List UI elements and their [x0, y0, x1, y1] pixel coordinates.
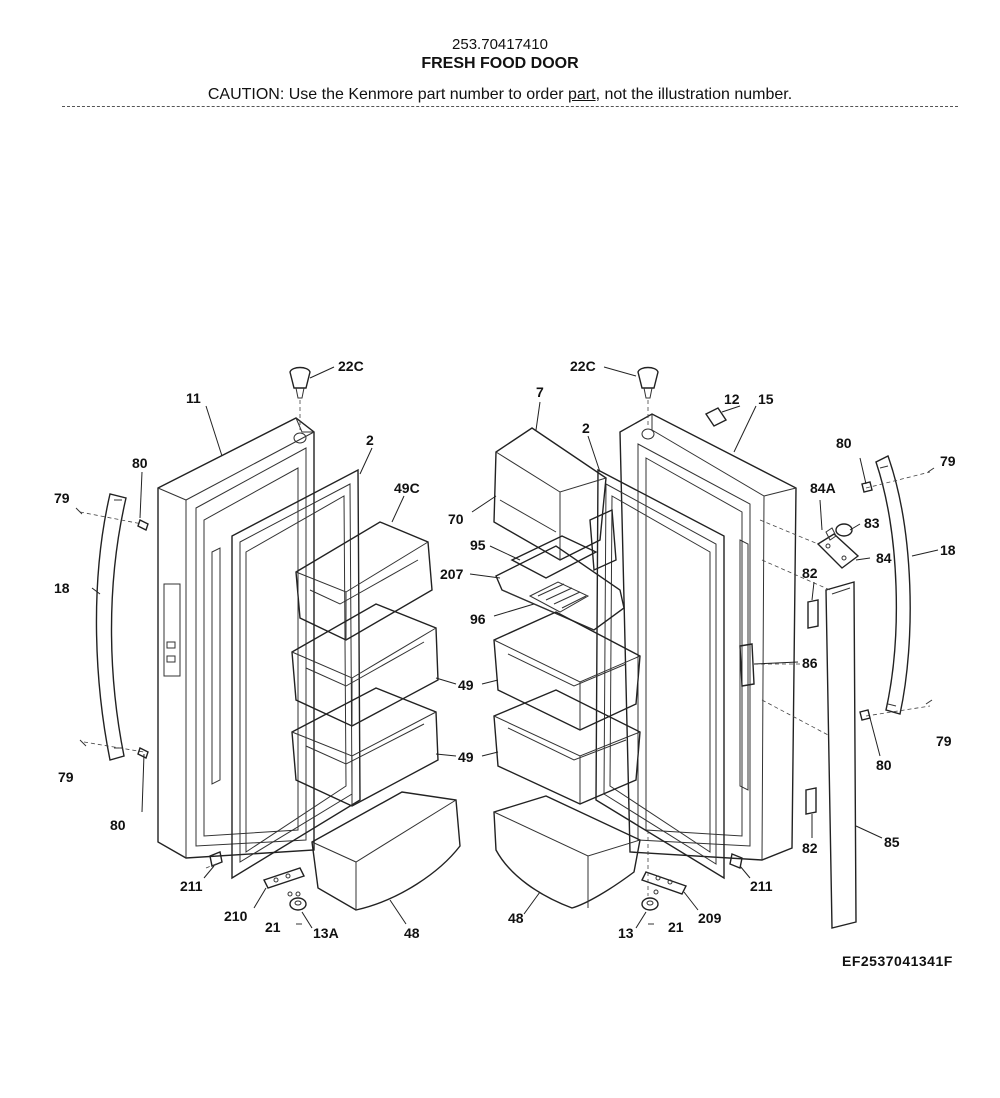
callout-12: 12 — [724, 391, 740, 407]
caution-part-link[interactable]: part — [568, 86, 596, 103]
right-door-gasket[interactable] — [595, 468, 725, 880]
right-shim-211[interactable] — [729, 853, 743, 869]
leader-lines — [91, 366, 939, 929]
left-washer-21[interactable] — [287, 891, 302, 925]
left-shim-211[interactable] — [209, 851, 223, 867]
left-door-bin-48[interactable] — [311, 791, 461, 911]
bracket-86[interactable] — [739, 643, 800, 687]
bracket-insert-84a[interactable] — [825, 527, 837, 541]
right-door-outer-panel[interactable] — [619, 413, 797, 861]
right-bottom-hinge-209[interactable] — [641, 871, 687, 895]
figure-id: EF2537041341F — [842, 953, 953, 969]
callout-96: 96 — [470, 611, 486, 627]
callout-211-right: 211 — [750, 878, 773, 894]
callout-95: 95 — [470, 537, 486, 553]
callout-22c-left: 22C — [338, 358, 364, 374]
callout-49-lower: 49 — [458, 749, 474, 765]
callout-82-top: 82 — [802, 565, 818, 581]
callout-86: 86 — [802, 655, 818, 671]
callout-11: 11 — [186, 390, 201, 406]
left-hinge-cap-22c[interactable] — [289, 366, 311, 431]
callout-80-top-left: 80 — [132, 455, 148, 471]
dispenser-module-7[interactable] — [493, 427, 607, 561]
header-divider — [62, 106, 958, 107]
callout-211-left: 211 — [180, 878, 203, 894]
left-door-gasket[interactable] — [231, 468, 361, 880]
mounting-plate-82-top[interactable] — [807, 599, 819, 629]
callout-80-bottom-left: 80 — [110, 817, 126, 833]
mounting-plate-82-bottom[interactable] — [805, 787, 817, 815]
callout-84: 84 — [876, 550, 892, 566]
callout-80-bottom-right: 80 — [876, 757, 892, 773]
callout-13: 13 — [618, 925, 634, 941]
right-washer-21[interactable] — [648, 889, 659, 925]
callout-79-top-right: 79 — [940, 453, 956, 469]
diagram-title: FRESH FOOD DOOR — [421, 55, 579, 72]
callout-48-left: 48 — [404, 925, 420, 941]
callout-7: 7 — [536, 384, 544, 400]
callout-22c-right: 22C — [570, 358, 596, 374]
callout-21-right: 21 — [668, 919, 684, 935]
right-door-bin-48[interactable] — [493, 795, 641, 909]
callout-84a: 84A — [810, 480, 836, 496]
door-trim-85[interactable] — [825, 581, 857, 929]
assembly-guide-lines — [205, 519, 831, 869]
right-hinge-cap-22c[interactable] — [637, 366, 659, 429]
right-hinge-pin-13[interactable] — [641, 830, 659, 911]
caution-prefix: CAUTION: Use the Kenmore part number to … — [207, 86, 568, 103]
model-number: 253.70417410 — [452, 36, 548, 53]
right-handle-18[interactable] — [875, 455, 911, 715]
right-door-bin-49-upper[interactable] — [493, 611, 641, 731]
caution-note: CAUTION: Use the Kenmore part number to … — [0, 86, 1000, 104]
callout-49-upper: 49 — [458, 677, 474, 693]
callout-2-right: 2 — [582, 420, 590, 436]
shelf-vent-96[interactable] — [528, 581, 590, 613]
left-hinge-pin-13a[interactable] — [289, 897, 307, 911]
callout-210: 210 — [224, 908, 248, 924]
left-door-bin-49-upper[interactable] — [291, 603, 439, 727]
left-door-bin-49c[interactable] — [295, 521, 433, 641]
callout-48-right: 48 — [508, 910, 524, 926]
callout-79-bottom-left: 79 — [58, 769, 74, 785]
callout-209: 209 — [698, 910, 722, 926]
callout-18-left: 18 — [54, 580, 70, 596]
callout-79-top-left: 79 — [54, 490, 70, 506]
shelf-trim-95[interactable] — [510, 535, 598, 579]
callout-85: 85 — [884, 834, 900, 850]
callout-13a: 13A — [313, 925, 339, 941]
callout-18-right: 18 — [940, 542, 956, 558]
left-handle-18[interactable] — [95, 493, 127, 761]
right-handle-screws[interactable] — [859, 467, 935, 721]
callout-82-bottom: 82 — [802, 840, 818, 856]
callout-2-left: 2 — [366, 432, 374, 448]
callout-70: 70 — [448, 511, 464, 527]
callout-15: 15 — [758, 391, 774, 407]
callout-80-top-right: 80 — [836, 435, 852, 451]
right-door-bin-49-lower[interactable] — [493, 689, 641, 805]
callout-49c: 49C — [394, 480, 420, 496]
caution-suffix: , not the illustration number. — [595, 86, 793, 103]
callout-79-bottom-right: 79 — [936, 733, 952, 749]
left-bottom-hinge-210[interactable] — [263, 867, 305, 889]
left-door-outer-panel[interactable] — [157, 417, 315, 859]
cap-83[interactable] — [835, 523, 853, 537]
handle-bracket-84[interactable] — [816, 533, 860, 569]
left-handle-screws[interactable] — [75, 507, 149, 759]
left-door-bin-49-lower[interactable] — [291, 687, 439, 807]
callout-21-left: 21 — [265, 919, 281, 935]
label-12[interactable] — [704, 407, 728, 427]
callout-207: 207 — [440, 566, 464, 582]
callout-83: 83 — [864, 515, 880, 531]
